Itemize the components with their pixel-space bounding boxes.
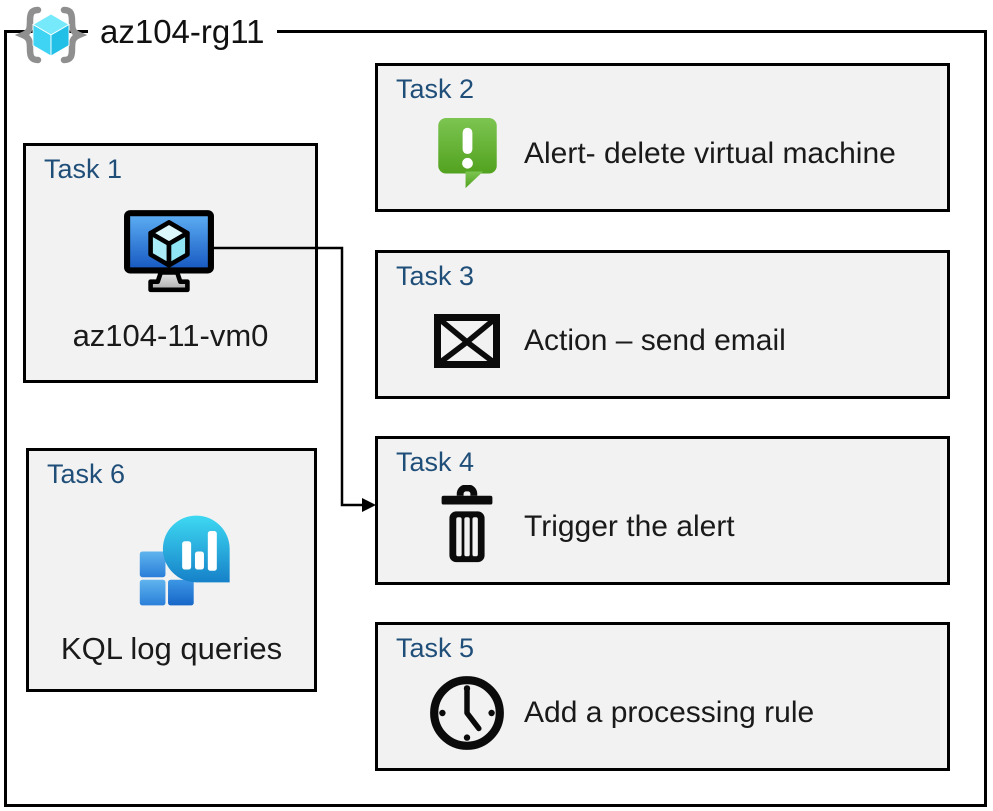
task1-title: Task 1 [44,154,123,184]
alert-icon [437,117,497,188]
log-analytics-icon [139,515,230,606]
task5-label: Add a processing rule [524,695,815,729]
kql-label: KQL log queries [60,631,283,666]
task3-box: Task 3 Action – send email [375,250,950,399]
task6-title: Task 6 [47,459,126,489]
resource-group-label: az104-rg11 [88,10,277,54]
resource-group-icon [14,6,88,64]
task3-title: Task 3 [396,261,475,291]
task3-label: Action – send email [524,323,786,357]
task4-title: Task 4 [396,447,475,477]
task4-label: Trigger the alert [524,509,735,543]
task2-box: Task 2 Alert- delete virtual machine [375,63,950,212]
virtual-machine-icon [124,210,214,293]
vm-name-label: az104-11-vm0 [72,318,269,353]
trash-icon [441,484,493,562]
task5-box: Task 5 Add a processing rule [375,622,950,771]
task4-box: Task 4 Trigger the alert [375,436,950,585]
task5-title: Task 5 [396,633,475,663]
task6-box: Task 6 KQL log queries [26,448,317,692]
task1-box: Task 1 az104-11-vm0 [23,143,318,383]
rg-cube [32,13,70,57]
task2-label: Alert- delete virtual machine [524,136,896,170]
email-icon [434,313,500,368]
task2-title: Task 2 [396,74,475,104]
clock-icon [430,675,504,750]
resource-group-frame [4,30,987,807]
